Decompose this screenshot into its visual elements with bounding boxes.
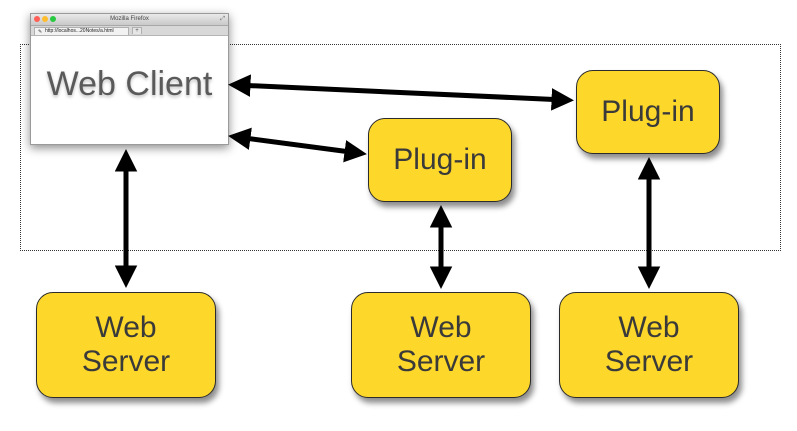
- browser-tab: ✎ http://localhos...20Notes/a.html: [34, 27, 129, 35]
- server-label-line2: Server: [604, 345, 694, 378]
- plugin-box: Plug-in: [576, 70, 720, 154]
- web-server-box: Web Server: [36, 292, 216, 398]
- server-label-line1: Web: [95, 311, 157, 344]
- new-tab-button: +: [132, 27, 142, 34]
- arrow-client-to-plugin-middle: [228, 127, 367, 163]
- tab-url: http://localhos...20Notes/a.html: [45, 28, 114, 34]
- server-label-line2: Server: [396, 345, 486, 378]
- browser-tabbar: ✎ http://localhos...20Notes/a.html +: [31, 26, 228, 36]
- client-side-boundary: [20, 44, 781, 251]
- plugin-label: Plug-in: [393, 143, 487, 176]
- browser-titlebar: Mozilla Firefox ⤢: [31, 14, 228, 26]
- plugin-label: Plug-in: [601, 95, 695, 128]
- server-label-line1: Web: [410, 311, 472, 344]
- page-icon: ✎: [38, 29, 43, 35]
- server-label-line2: Server: [81, 345, 171, 378]
- close-icon: [34, 16, 40, 22]
- server-label-line1: Web: [618, 311, 680, 344]
- web-client-browser-window: Mozilla Firefox ⤢ ✎ http://localhos...20…: [30, 13, 229, 145]
- window-title: Mozilla Firefox: [110, 16, 149, 22]
- fullscreen-icon: ⤢: [220, 16, 225, 22]
- web-server-box: Web Server: [351, 292, 531, 398]
- zoom-icon: [50, 16, 56, 22]
- arrow-client-to-plugin-right: [228, 74, 574, 111]
- web-server-box: Web Server: [559, 292, 739, 398]
- plugin-box: Plug-in: [368, 118, 512, 202]
- minimize-icon: [42, 16, 48, 22]
- web-client-label: Web Client: [46, 65, 213, 103]
